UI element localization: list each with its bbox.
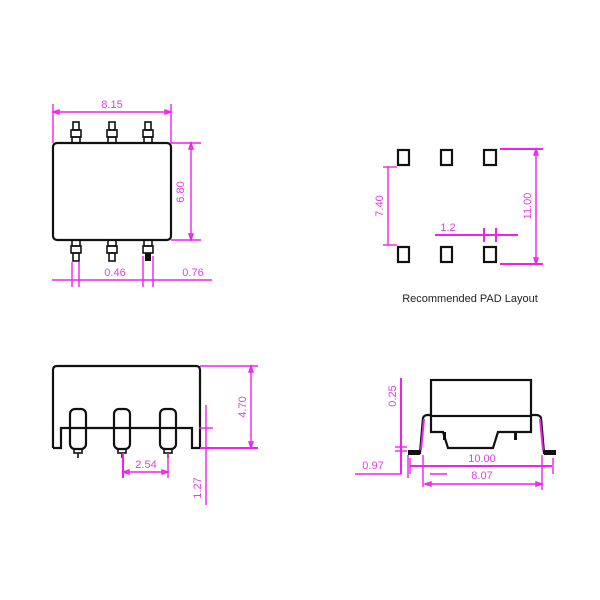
inner-span-label: 7.40 — [374, 195, 386, 216]
pad — [396, 245, 411, 264]
side-pins — [68, 407, 178, 458]
pad — [439, 148, 454, 167]
pad-width-label: 1.2 — [440, 222, 455, 234]
dim-side-height: 4.70 — [200, 363, 258, 451]
dim-lead-offset: 0.97 — [355, 455, 447, 487]
bottom-pins — [70, 239, 154, 262]
width-label: 8.15 — [101, 99, 122, 111]
pads — [396, 148, 498, 264]
top-pins — [70, 121, 154, 144]
pad — [396, 148, 411, 167]
side-view-body — [51, 364, 202, 450]
side-view: 4.70 1.27 2.54 — [51, 363, 258, 505]
dim-overall-width: 10.00 — [409, 453, 554, 474]
pin-pitch-label: 2.54 — [135, 459, 156, 471]
dim-pin-pitch: 2.54 — [120, 453, 171, 478]
dim-height-6-80: 6.80 — [171, 140, 201, 243]
end-view-top-body — [429, 378, 533, 418]
pad — [439, 245, 454, 264]
dim-inner-span: 7.40 — [374, 166, 397, 246]
left-lead — [411, 413, 431, 455]
dim-outer-span: 11.00 — [500, 146, 543, 267]
dim-lead-thickness: 0.25 — [387, 378, 407, 474]
height-label: 6.80 — [175, 181, 187, 202]
dim-pad-width: 1.2 — [435, 222, 518, 242]
pad — [482, 148, 498, 167]
pin-width-label: 0.46 — [104, 267, 125, 279]
lead-thickness-label: 0.25 — [387, 385, 399, 406]
pad-layout-caption: Recommended PAD Layout — [402, 293, 538, 305]
pad — [482, 245, 498, 264]
top-view: 8.15 6.80 0.46 0.76 — [50, 99, 212, 287]
side-height-label: 4.70 — [237, 396, 249, 417]
standoff-label: 1.27 — [192, 477, 204, 498]
right-lead — [531, 413, 553, 455]
lead-offset-label: 0.97 — [362, 460, 383, 472]
dim-body-width: 8.07 — [422, 455, 545, 490]
dim-width-8-15: 8.15 — [50, 99, 174, 143]
pin-spacing-label: 0.76 — [182, 267, 203, 279]
end-view-lower-body — [429, 416, 533, 450]
body-width-label: 8.07 — [471, 470, 492, 482]
top-view-body — [51, 141, 173, 242]
pad-layout: 7.40 11.00 1.2 Recommended PAD Layout — [374, 146, 543, 305]
dim-pin-widths: 0.46 0.76 — [52, 256, 212, 287]
overall-width-label: 10.00 — [468, 453, 496, 465]
end-view: 0.25 0.97 10.00 8.07 — [355, 378, 556, 490]
outer-span-label: 11.00 — [522, 193, 534, 220]
dim-standoff: 1.27 — [192, 405, 213, 505]
